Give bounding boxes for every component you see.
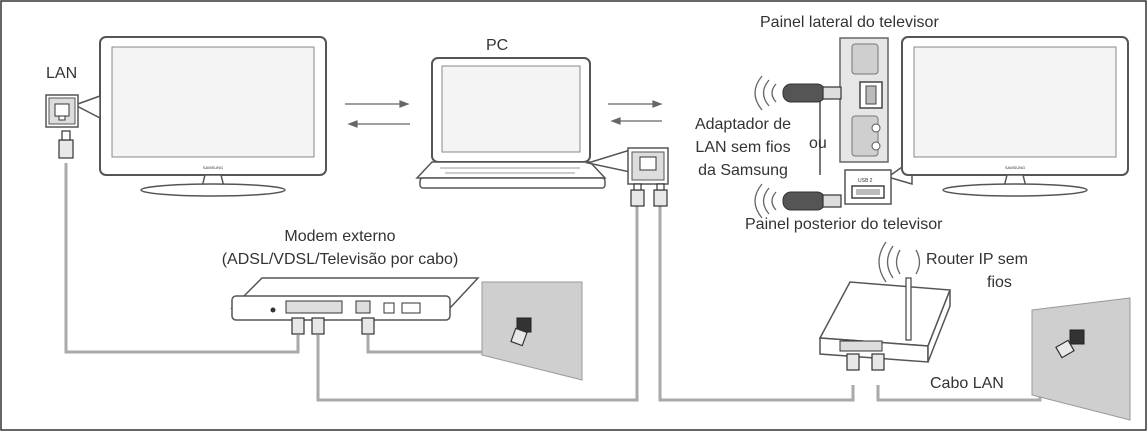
side-panel-label: Painel lateral do televisor (760, 14, 939, 31)
adapter-label-1: Adaptador de (694, 116, 792, 133)
data-arrows-right (608, 100, 663, 125)
data-arrows-left (345, 100, 410, 128)
wall-outlet-left (481, 281, 583, 381)
rear-panel-label: Painel posterior do televisor (745, 216, 943, 233)
laptop-pc (415, 57, 607, 189)
left-tv (99, 36, 327, 197)
wireless-adapter-top (754, 75, 842, 111)
lan-cables (64, 163, 1060, 402)
or-label: ou (809, 135, 827, 152)
lan-label: LAN (46, 65, 78, 82)
wall-outlet-right (1031, 297, 1131, 421)
lan-port-callout (45, 94, 101, 159)
router-label-1: Router IP sem (926, 251, 1028, 268)
pc-label: PC (486, 37, 509, 54)
usb-port-label: USB 2 (858, 178, 873, 184)
adapter-label-3: da Samsung (698, 162, 788, 179)
wireless-adapter-bottom (754, 183, 842, 219)
tv-side-panel (839, 37, 889, 163)
pc-lan-port-callout (585, 147, 669, 207)
left-tv-brand: SAMSUNG (203, 165, 223, 170)
wireless-router (818, 241, 952, 371)
right-tv (901, 36, 1129, 197)
lan-cable-label: Cabo LAN (930, 375, 1004, 392)
modem-label-2: (ADSL/VDSL/Televisão por cabo) (221, 251, 459, 268)
tv-rear-panel (844, 158, 913, 205)
cable-pc-to-router (658, 205, 855, 402)
external-modem (230, 277, 480, 335)
cable-modem-to-pc (316, 205, 639, 402)
cable-tv-to-modem (64, 163, 300, 354)
modem-label-1: Modem externo (284, 228, 396, 245)
router-label-2: fios (987, 274, 1012, 291)
adapter-label-2: LAN sem fios (695, 139, 791, 156)
right-tv-brand: SAMSUNG (1005, 165, 1025, 170)
